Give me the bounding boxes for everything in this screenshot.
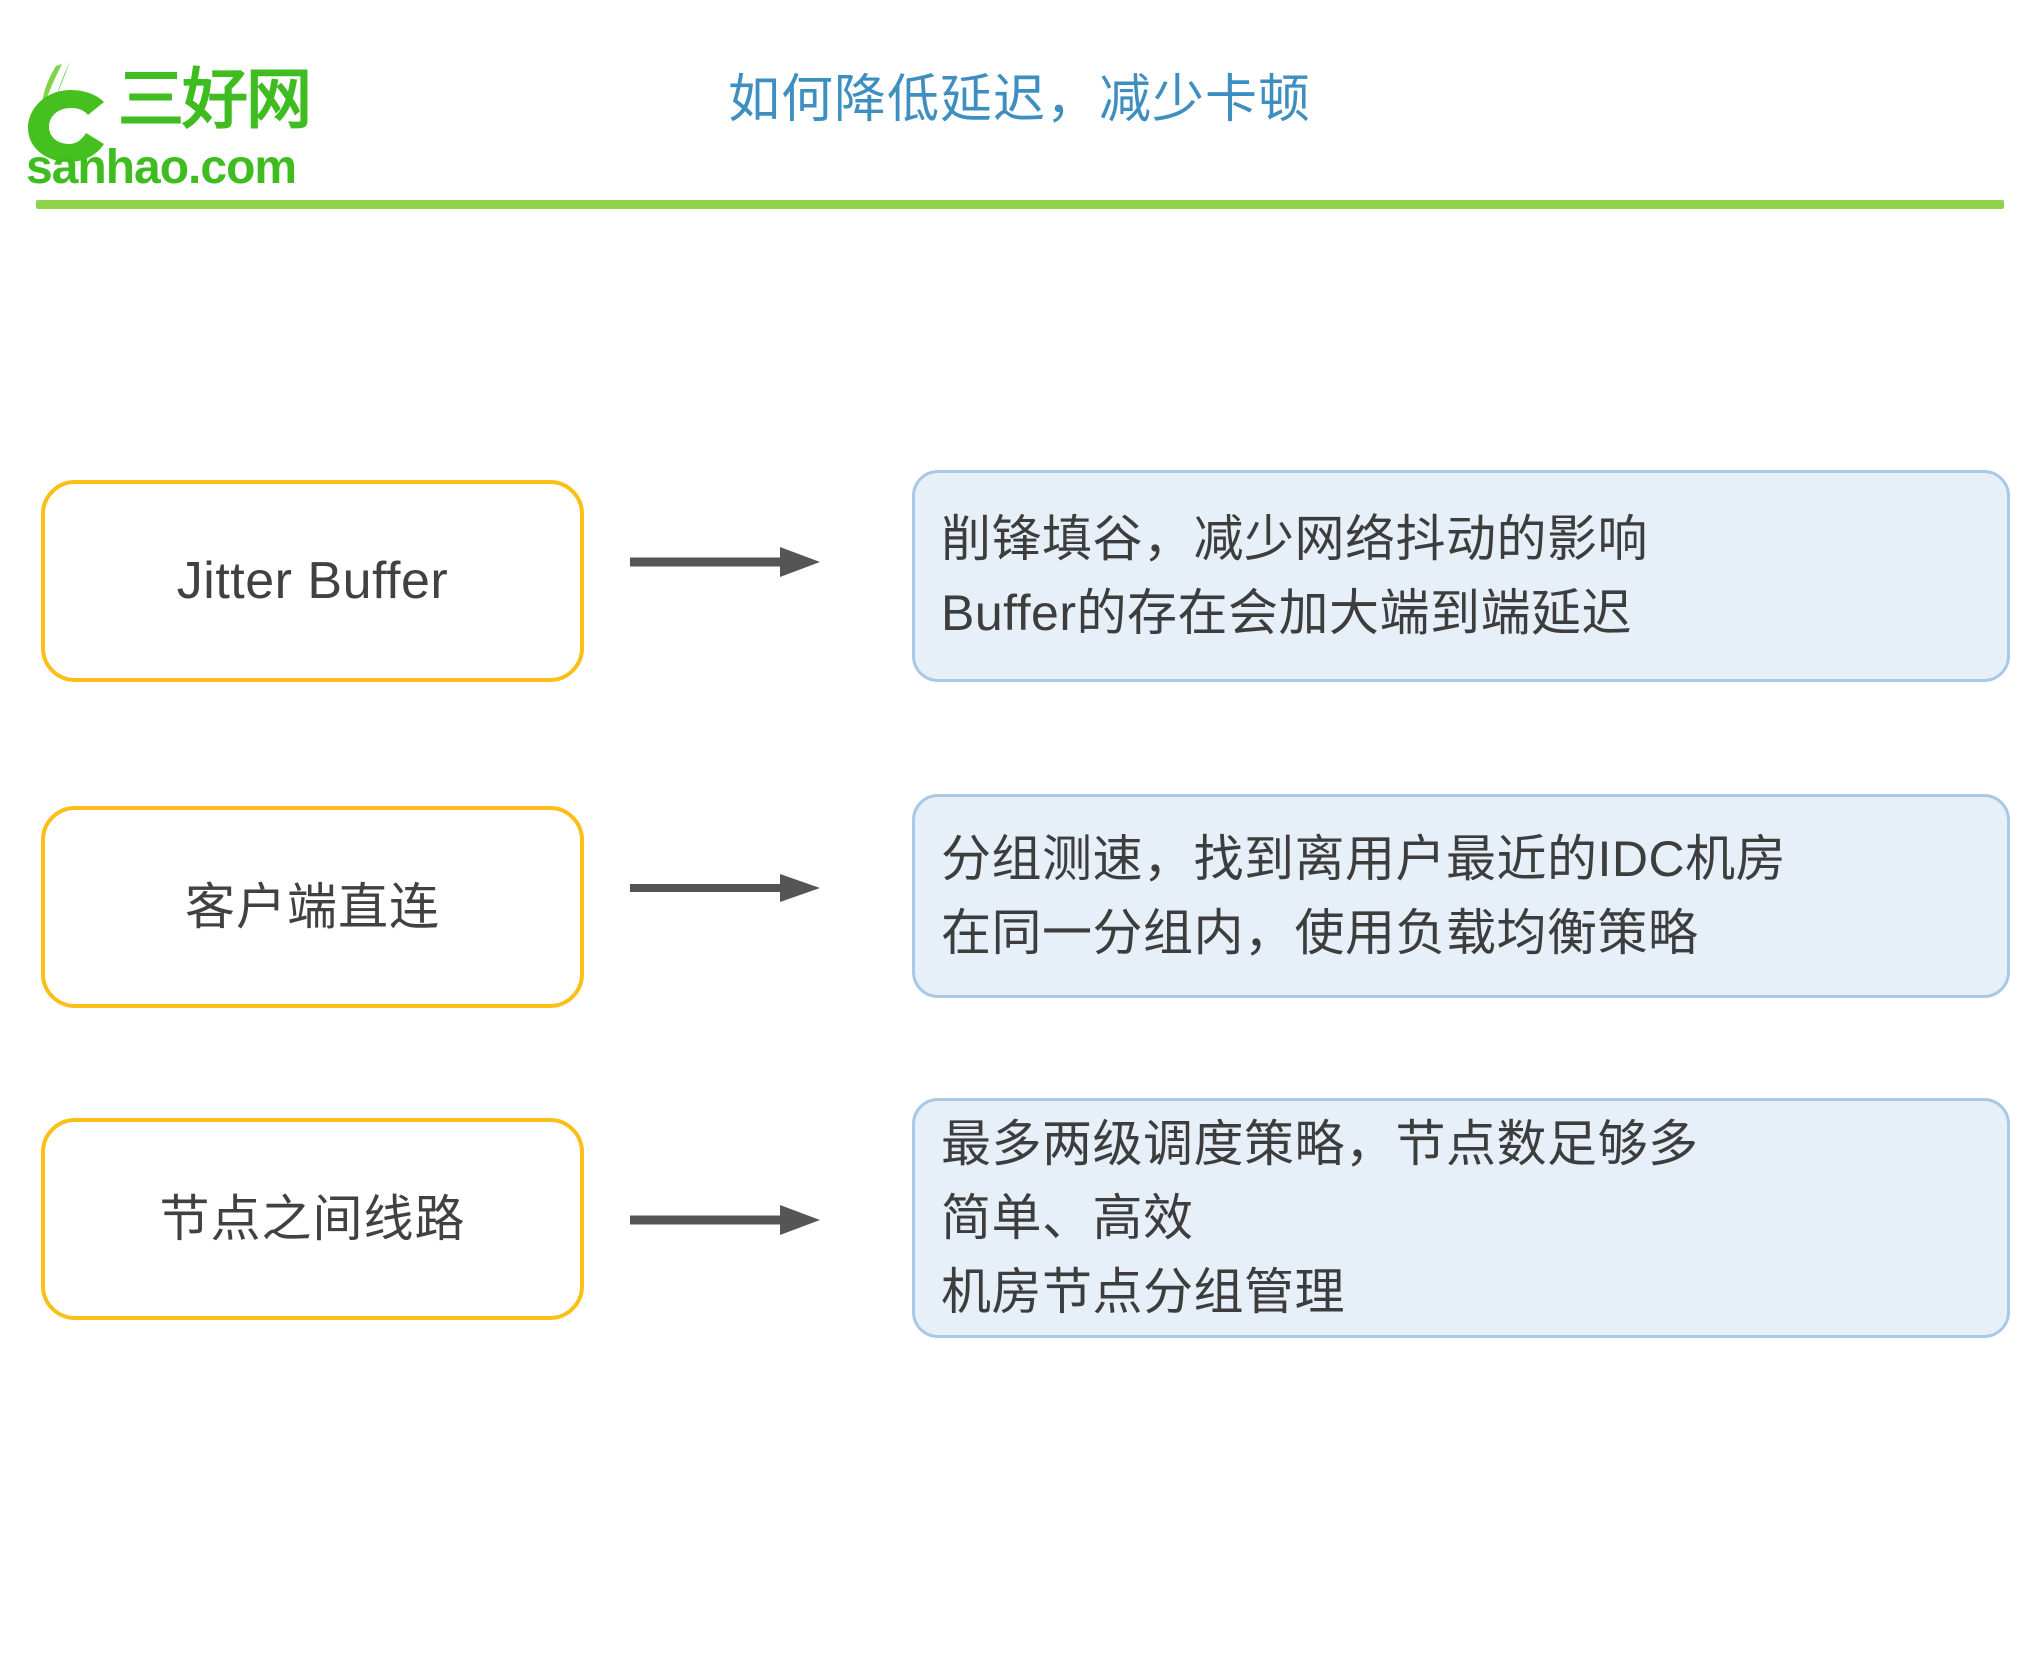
detail-line: 机房节点分组管理 — [941, 1264, 1345, 1320]
detail-line: 分组测速，找到离用户最近的IDC机房 — [941, 831, 1787, 887]
flow-row-client-direct-connect: 客户端直连 分组测速，找到离用户最近的IDC机房 在同一分组内，使用负载均衡策略 — [0, 790, 2039, 1010]
flow-row-inter-node-route: 节点之间线路 最多两级调度策略，节点数足够多 简单、高效 机房节点分组管理 — [0, 1098, 2039, 1348]
topic-box-label: 节点之间线路 — [159, 1191, 466, 1247]
sanhao-leaf-mark-icon — [28, 62, 104, 162]
slide-header: 三好网 sanhao.com 如何降低延迟，减少卡顿 — [0, 0, 2039, 210]
detail-panel-client-direct-connect: 分组测速，找到离用户最近的IDC机房 在同一分组内，使用负载均衡策略 — [912, 794, 2010, 998]
topic-box-inter-node-route[interactable]: 节点之间线路 — [41, 1118, 584, 1320]
topic-box-jitter-buffer[interactable]: Jitter Buffer — [41, 480, 584, 682]
detail-panel-jitter-buffer: 削锋填谷，减少网络抖动的影响 Buffer的存在会加大端到端延迟 — [912, 470, 2010, 682]
header-divider — [36, 200, 2004, 209]
topic-box-client-direct-connect[interactable]: 客户端直连 — [41, 806, 584, 1008]
arrow-right-icon — [630, 874, 820, 902]
detail-line: 简单、高效 — [941, 1190, 1194, 1246]
page-title: 如何降低延迟，减少卡顿 — [727, 71, 1311, 129]
detail-line: Buffer的存在会加大端到端延迟 — [941, 585, 1632, 641]
brand-logo-domain: sanhao.com — [26, 141, 297, 194]
detail-line: 在同一分组内，使用负载均衡策略 — [941, 905, 1699, 961]
detail-line: 最多两级调度策略，节点数足够多 — [941, 1116, 1699, 1172]
detail-line: 削锋填谷，减少网络抖动的影响 — [941, 511, 1648, 567]
arrow-right-icon — [630, 1205, 820, 1235]
topic-box-label: Jitter Buffer — [176, 552, 449, 610]
brand-logo-cn-name: 三好网 — [118, 62, 312, 136]
arrow-right-icon — [630, 547, 820, 577]
detail-panel-inter-node-route: 最多两级调度策略，节点数足够多 简单、高效 机房节点分组管理 — [912, 1098, 2010, 1338]
flow-row-jitter-buffer: Jitter Buffer 削锋填谷，减少网络抖动的影响 Buffer的存在会加… — [0, 470, 2039, 685]
brand-logo: 三好网 sanhao.com — [18, 22, 312, 192]
topic-box-label: 客户端直连 — [185, 879, 440, 935]
